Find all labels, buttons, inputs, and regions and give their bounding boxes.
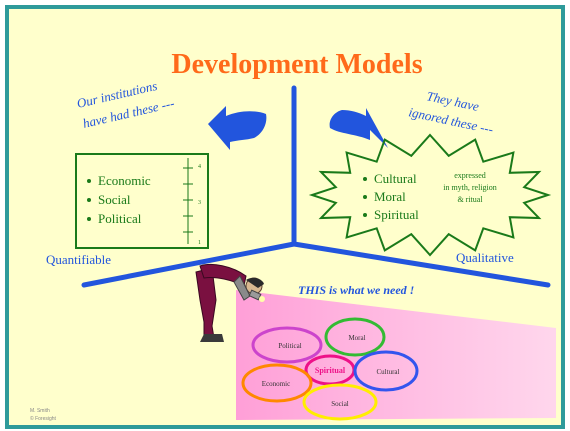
circle-label-political: Political: [278, 342, 301, 350]
need-note: THIS is what we need !: [298, 283, 414, 297]
right-arrow-icon: [329, 108, 388, 148]
bullet-icon: [363, 213, 367, 217]
bullet-icon: [87, 179, 91, 183]
bullet-icon: [363, 195, 367, 199]
circle-social: [302, 383, 378, 421]
quantifiable-box: [75, 153, 209, 249]
quantifiable-label: Quantifiable: [46, 252, 111, 267]
bullet-icon: [87, 217, 91, 221]
quantifiable-item: Social: [98, 192, 131, 207]
burst-note-line: & ritual: [457, 195, 483, 204]
quantifiable-item: Economic: [98, 173, 151, 188]
circle-cultural: [353, 350, 419, 392]
person-with-flashlight-icon: [195, 263, 265, 342]
spotlight-beam: [236, 290, 556, 420]
bullet-icon: [363, 177, 367, 181]
scale-tick-label: 3: [198, 200, 201, 206]
qualitative-label: Qualitative: [456, 250, 514, 265]
circle-political: [251, 326, 323, 364]
scale-tick-label: 1: [198, 240, 201, 246]
circles-cluster: [241, 317, 419, 421]
y-divider: [81, 85, 551, 288]
qualitative-item: Moral: [374, 189, 406, 204]
burst-note-line: expressed: [454, 171, 486, 180]
footer-credit-line: M. Smith: [30, 408, 50, 414]
qualitative-starburst: [308, 133, 552, 257]
page-title: Development Models: [171, 49, 422, 80]
footer-credit-line: © Foresight: [30, 415, 57, 422]
scale-tick-label: 4: [198, 164, 201, 170]
bullet-icon: [87, 198, 91, 202]
circle-label-moral: Moral: [348, 334, 365, 342]
circle-label-social: Social: [331, 400, 349, 408]
circle-moral: [324, 317, 386, 357]
qualitative-item: Cultural: [374, 171, 417, 186]
left-arrow-icon: [208, 106, 267, 150]
burst-note-line: in myth, religion: [443, 183, 497, 192]
qualitative-item: Spiritual: [374, 207, 419, 222]
circle-label-cultural: Cultural: [377, 368, 400, 376]
circle-label-spiritual: Spiritual: [315, 366, 346, 375]
circle-economic: [241, 363, 313, 403]
scale-ticks: [183, 167, 193, 233]
circle-label-economic: Economic: [262, 380, 290, 388]
quantifiable-item: Political: [98, 211, 142, 226]
